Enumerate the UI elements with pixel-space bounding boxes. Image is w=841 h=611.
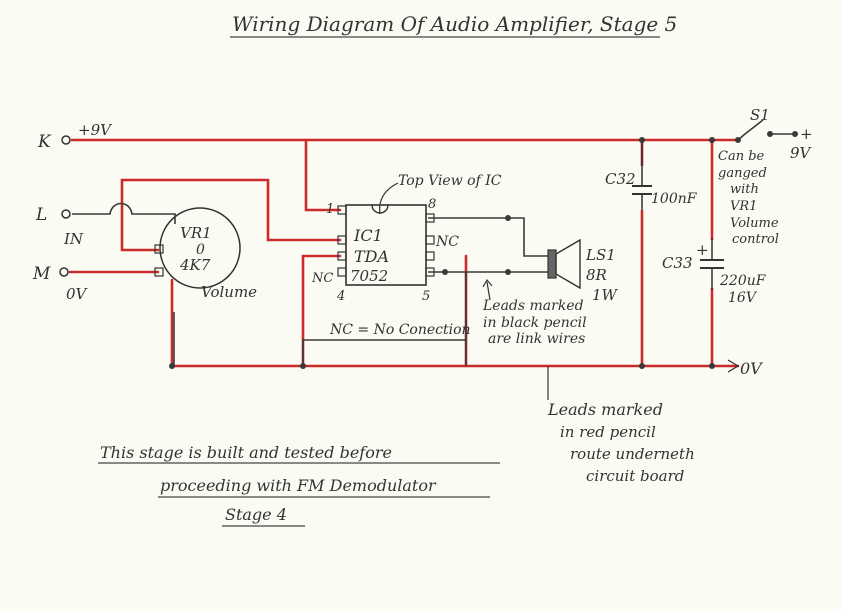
pin-4-label: 4 <box>336 289 345 304</box>
diagram-title: Wiring Diagram Of Audio Amplifier, Stage… <box>232 12 677 36</box>
svg-text:Leads marked: Leads marked <box>547 400 663 419</box>
pin-1-label: 1 <box>326 202 334 217</box>
svg-text:This stage is built and tested: This stage is built and tested before <box>100 443 392 462</box>
footer-note: This stage is built and tested before pr… <box>98 443 500 527</box>
svg-text:circuit board: circuit board <box>586 467 684 485</box>
ic-body <box>345 204 427 286</box>
svg-text:VR1: VR1 <box>730 199 757 214</box>
arrow-up-icon <box>482 278 493 301</box>
terminal-l-icon <box>61 209 71 219</box>
svg-text:ganged: ganged <box>718 166 767 181</box>
ls1-ref: LS1 <box>585 246 616 264</box>
ic1-chip: Top View of IC IC1 TDA 7052 1 8 4 5 NC N… <box>311 173 502 338</box>
ic-pins <box>337 205 435 277</box>
c32-value: 100nF <box>651 191 698 207</box>
svg-text:Stage 4: Stage 4 <box>225 505 287 524</box>
top-view-note: Top View of IC <box>398 173 502 189</box>
pin-8-label: 8 <box>428 197 436 212</box>
vr1-label: Volume <box>201 283 257 301</box>
svg-text:in red pencil: in red pencil <box>560 423 656 441</box>
c33-voltage: 16V <box>728 290 758 306</box>
nc-right-label: NC <box>435 234 459 250</box>
s1-plus: + <box>800 125 813 143</box>
vr1-potentiometer: VR1 0 4K7 Volume <box>154 207 257 301</box>
rail-0v: 0V <box>727 359 763 378</box>
nc-key-note: NC = No Conection <box>329 322 471 338</box>
svg-text:Leads marked: Leads marked <box>482 298 584 314</box>
speaker-icon <box>547 249 557 279</box>
terminal-m-icon <box>59 267 69 277</box>
svg-text:control: control <box>732 232 779 247</box>
ic1-ref: IC1 <box>353 226 383 245</box>
input-label: IN <box>63 230 84 248</box>
nc-left-label: NC <box>311 271 333 286</box>
ic1-part-line2: 7052 <box>350 267 388 285</box>
ganged-note: Can be ganged with VR1 Volume control <box>718 149 779 247</box>
red-wire-note: Leads marked in red pencil route underne… <box>547 366 695 485</box>
svg-text:route underneth: route underneth <box>570 445 695 463</box>
c33-capacitor: + C33 220uF 16V <box>662 238 767 306</box>
ls1-speaker: LS1 8R 1W <box>547 238 619 304</box>
vr1-value: 4K7 <box>179 256 211 274</box>
svg-text:in black pencil: in black pencil <box>483 315 587 331</box>
s1-ref: S1 <box>750 106 770 124</box>
rail-0v-label: 0V <box>740 359 763 378</box>
terminal-l: L IN <box>35 205 84 248</box>
link-wire-note: Leads marked in black pencil are link wi… <box>482 278 587 347</box>
svg-text:K: K <box>37 132 52 152</box>
svg-text:are link wires: are link wires <box>488 331 585 347</box>
terminal-k-icon <box>61 135 71 145</box>
svg-text:L: L <box>35 205 47 225</box>
svg-text:proceeding with FM Demodulator: proceeding with FM Demodulator <box>160 476 437 495</box>
supply-label: +9V <box>78 121 113 139</box>
s1-switch: S1 + 9V <box>750 106 813 162</box>
svg-text:Can be: Can be <box>718 149 765 164</box>
s1-voltage: 9V <box>790 144 813 162</box>
junction-dots <box>169 131 798 369</box>
svg-text:Volume: Volume <box>730 216 779 231</box>
svg-text:M: M <box>32 264 51 284</box>
ic-notch-icon <box>371 204 389 214</box>
link-wires <box>72 119 795 366</box>
ic1-part-line1: TDA <box>354 247 389 266</box>
c33-plus: + <box>696 241 709 259</box>
c32-ref: C32 <box>605 170 636 188</box>
ls1-power: 1W <box>592 286 619 304</box>
ls1-value: 8R <box>586 266 607 284</box>
svg-text:with: with <box>730 182 759 197</box>
c33-ref: C33 <box>662 254 693 272</box>
ground-label: 0V <box>66 285 89 303</box>
potentiometer-icon <box>159 207 241 289</box>
vr1-value-top: 0 <box>196 242 205 258</box>
pin-5-label: 5 <box>422 289 430 304</box>
terminal-m: M 0V <box>32 264 89 303</box>
vr1-ref: VR1 <box>180 224 212 242</box>
arrow-right-icon <box>727 359 740 373</box>
c33-value: 220uF <box>719 273 767 289</box>
c32-capacitor: C32 100nF <box>605 140 698 210</box>
terminal-k: K +9V <box>37 121 113 152</box>
